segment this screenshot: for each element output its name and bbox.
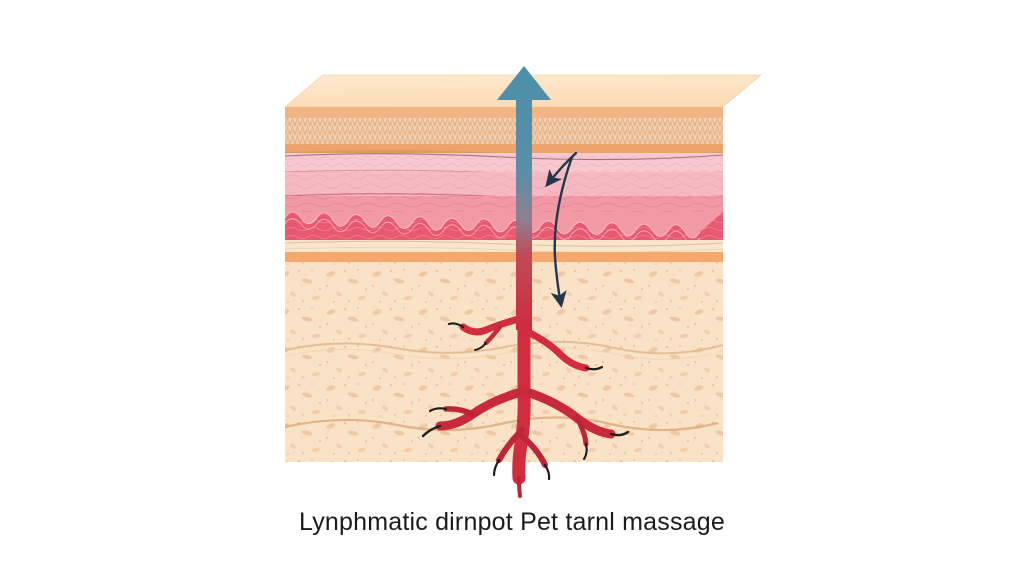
layer-epidermis-upper — [285, 107, 723, 119]
drainage-arrow-down — [550, 155, 574, 308]
layer-epidermis-texture — [285, 118, 723, 145]
layer-dermis-reticular — [285, 196, 723, 214]
vessel-branch-left-upper — [459, 314, 526, 336]
fat-septum-line-2 — [285, 416, 719, 432]
rete-ridge-scallop — [285, 212, 723, 238]
vessel-tip-deep — [517, 476, 522, 498]
layer-junction-orange — [285, 252, 723, 263]
layer-dermis-papillary — [285, 153, 723, 173]
layer-dermis-mid — [285, 172, 723, 197]
vessel-branch-right-lower — [520, 434, 548, 468]
lymph-flow-shaft — [497, 66, 551, 330]
layer-hypodermis-fat — [285, 262, 723, 462]
vessel-trunk — [512, 293, 531, 485]
vessel-branch-left-mid-fork — [443, 406, 476, 417]
vessel-branch-right-mid-fork — [574, 415, 589, 447]
drainage-arrow-up — [545, 151, 578, 188]
vessel-branch-right-upper — [524, 328, 590, 372]
figure-caption: Lynphmatic dirnpot Pet tarnl massage — [299, 508, 725, 536]
layer-epidermis-basal — [285, 144, 723, 153]
circulation-arrows — [545, 151, 578, 308]
vessel-branch-left-lower — [496, 427, 525, 463]
vessel-branch-left-upper-fork — [483, 324, 503, 346]
lymphatic-vessel-tree — [421, 293, 630, 498]
layer-junction-cream — [285, 240, 723, 253]
skin-layer-stack — [285, 107, 723, 462]
fat-septum-line-1 — [285, 340, 723, 355]
